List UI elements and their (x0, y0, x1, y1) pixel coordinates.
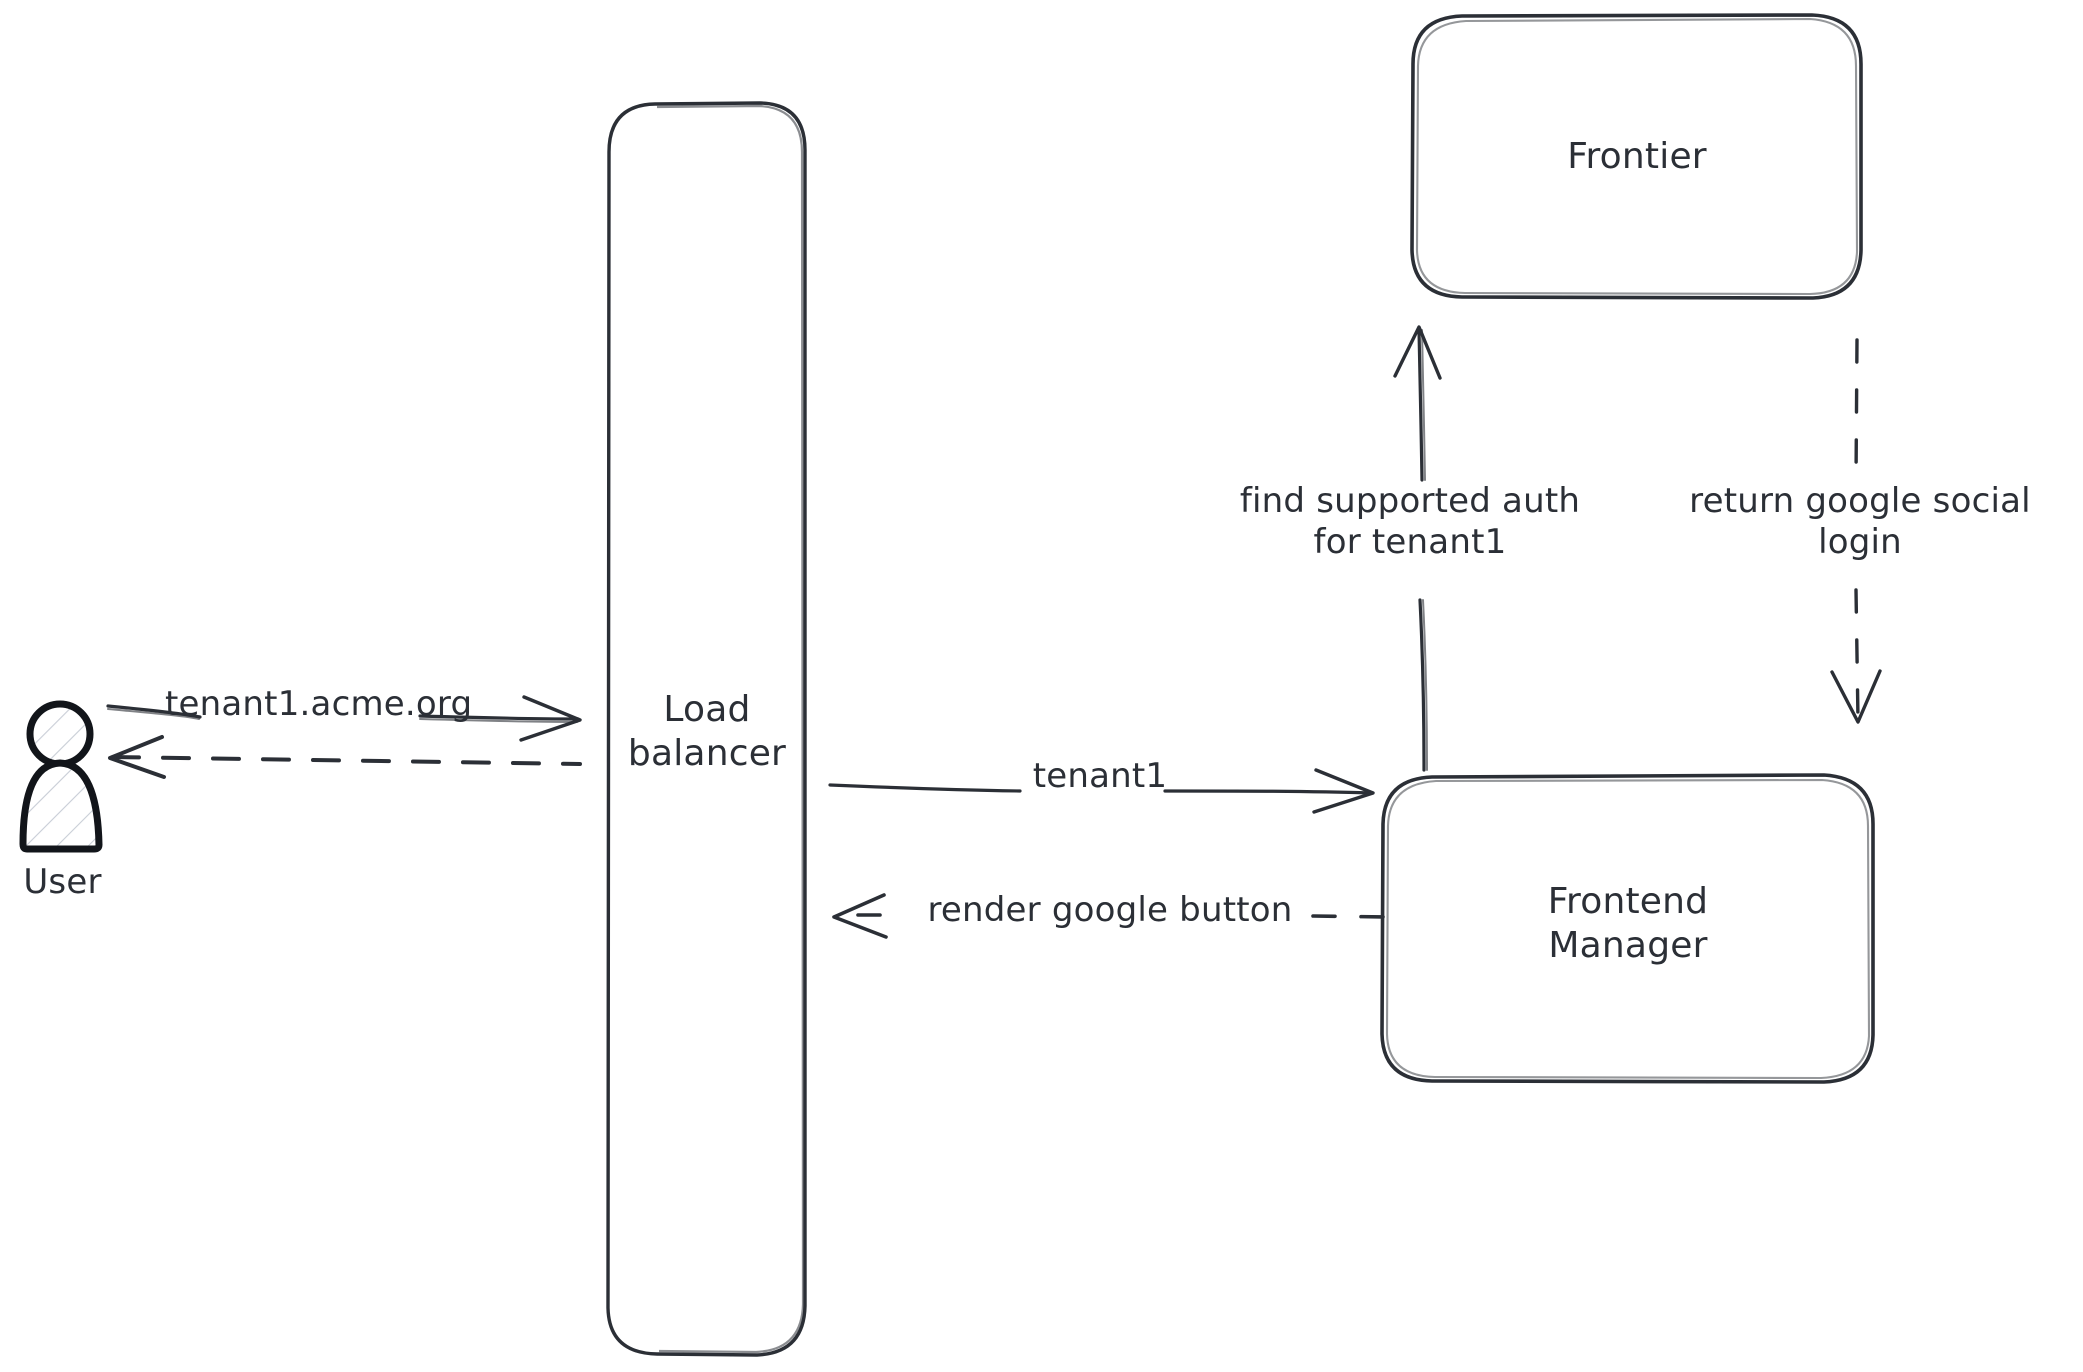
edge-load-balancer-to-frontend-manager (828, 768, 1375, 814)
edge-user-to-load-balancer (106, 695, 582, 742)
frontier-node[interactable] (1410, 13, 1863, 300)
edge-frontend-manager-to-load-balancer (832, 893, 1392, 939)
load-balancer-node[interactable] (606, 101, 807, 1357)
edge-load-balancer-to-user (108, 735, 582, 779)
edge-frontend-manager-to-frontier (1393, 325, 1442, 772)
edge-frontier-to-frontend-manager (1830, 338, 1882, 724)
frontend-manager-node[interactable] (1380, 773, 1875, 1084)
user-actor-icon (19, 700, 103, 853)
